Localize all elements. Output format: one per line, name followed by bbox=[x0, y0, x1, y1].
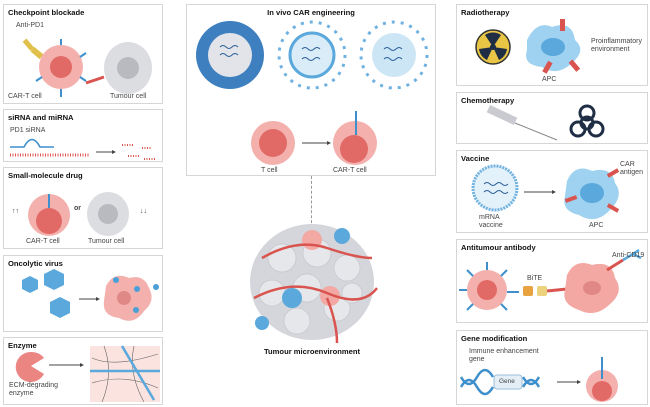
radiation-hazard-icon bbox=[475, 29, 511, 65]
apc-label: APC bbox=[542, 76, 557, 83]
chemotherapy-title: Chemotherapy bbox=[461, 96, 515, 105]
tumour-cell-label: Tumour cell bbox=[88, 238, 125, 245]
sirna-illustration bbox=[10, 138, 156, 160]
car-antigen-label: CAR antigen bbox=[620, 161, 643, 177]
checkpoint-title: Checkpoint blockade bbox=[8, 8, 85, 17]
car-t-cell-label: CAR-T cell bbox=[8, 93, 42, 100]
vaccine-title: Vaccine bbox=[461, 154, 490, 163]
oncolytic-title: Oncolytic virus bbox=[8, 259, 63, 268]
anti-pd1-label: Anti-PD1 bbox=[16, 22, 45, 29]
syringe-icon bbox=[486, 105, 558, 141]
pacman-enzyme-icon bbox=[15, 351, 45, 382]
anti-pd1-antibody-icon bbox=[22, 38, 44, 60]
panel-antitumour-antibody: Antitumour antibody BiTE Anti-CD19 bbox=[456, 239, 648, 323]
gene-box bbox=[493, 374, 523, 390]
bite-molecule-icon bbox=[523, 286, 547, 296]
connector-dashed-line bbox=[311, 176, 312, 228]
mrna-vaccine-icon bbox=[471, 164, 519, 212]
gene-label: Gene bbox=[499, 378, 515, 385]
panel-gene-modification: Gene modification Immune enhancement gen… bbox=[456, 330, 648, 405]
tumour-microenvironment-icon bbox=[250, 224, 378, 344]
bite-label: BiTE bbox=[527, 275, 543, 282]
tumour-cell-label: Tumour cell bbox=[110, 93, 147, 100]
or-label: or bbox=[74, 205, 81, 212]
panel-oncolytic-virus: Oncolytic virus bbox=[3, 255, 163, 332]
proinflammatory-label: Proinflammatory environment bbox=[591, 38, 642, 54]
antitumour-antibody-title: Antitumour antibody bbox=[461, 243, 536, 252]
pd1-sirna-label: PD1 siRNA bbox=[10, 127, 46, 134]
anti-cd19-label: Anti-CD19 bbox=[612, 252, 645, 259]
t-cell-label: T cell bbox=[261, 167, 278, 174]
car-engineering-illustration bbox=[196, 20, 429, 165]
tumour-microenvironment-label: Tumour microenvironment bbox=[263, 347, 361, 356]
immune-enhancement-gene-label: Immune enhancement gene bbox=[469, 348, 539, 364]
biohazard-icon bbox=[569, 104, 605, 138]
vaccine-illustration bbox=[471, 164, 620, 220]
gene-modification-illustration bbox=[459, 357, 618, 402]
panel-small-molecule-drug: Small-molecule drug ↑↑ or ↓↓ CAR-T cell … bbox=[3, 167, 163, 249]
up-arrows-icon: ↑↑ bbox=[12, 208, 19, 215]
ecm-degrading-enzyme-label: ECM-degrading enzyme bbox=[9, 382, 59, 398]
panel-in-vivo-car-engineering: In vivo CAR engineering T cell CAR-T cel… bbox=[186, 4, 436, 176]
apc-label: APC bbox=[589, 222, 604, 229]
viral-vector-icon bbox=[196, 21, 264, 89]
sirna-title: siRNA and miRNA bbox=[8, 113, 74, 122]
small-molecule-title: Small-molecule drug bbox=[8, 171, 83, 180]
radiotherapy-title: Radiotherapy bbox=[461, 8, 510, 17]
car-t-cell-label: CAR-T cell bbox=[26, 238, 60, 245]
down-arrows-icon: ↓↓ bbox=[140, 208, 147, 215]
polymer-nanoparticle-icon bbox=[359, 20, 429, 90]
radiotherapy-illustration bbox=[475, 19, 581, 74]
gene-modification-title: Gene modification bbox=[461, 334, 528, 343]
chemotherapy-illustration bbox=[486, 104, 605, 141]
mrna-vaccine-label: mRNA vaccine bbox=[479, 214, 503, 230]
panel-radiotherapy: Radiotherapy APC Proinflammatory environ… bbox=[456, 4, 648, 86]
anti-cd19-antibody-icon bbox=[622, 248, 642, 262]
panel-vaccine: Vaccine mRNA vaccine CAR antigen APC bbox=[456, 150, 648, 233]
panel-checkpoint-blockade: Checkpoint blockade Anti-PD1 CAR-T cell … bbox=[3, 4, 163, 104]
antibody-illustration bbox=[459, 248, 642, 314]
panel-chemotherapy: Chemotherapy bbox=[456, 92, 648, 144]
oncolytic-illustration bbox=[22, 269, 159, 321]
car-t-cell-label: CAR-T cell bbox=[333, 167, 367, 174]
virus-icons bbox=[22, 269, 70, 318]
lipid-nanoparticle-icon bbox=[277, 20, 347, 90]
checkpoint-illustration bbox=[22, 38, 152, 97]
panel-sirna-mirna: siRNA and miRNA PD1 siRNA bbox=[3, 109, 163, 162]
enzyme-title: Enzyme bbox=[8, 341, 37, 350]
in-vivo-car-title: In vivo CAR engineering bbox=[267, 8, 355, 17]
enzyme-illustration bbox=[15, 345, 160, 403]
small-molecule-illustration bbox=[28, 192, 129, 236]
dna-icon bbox=[459, 368, 541, 396]
panel-enzyme: Enzyme ECM-degrading enzyme bbox=[3, 337, 163, 405]
